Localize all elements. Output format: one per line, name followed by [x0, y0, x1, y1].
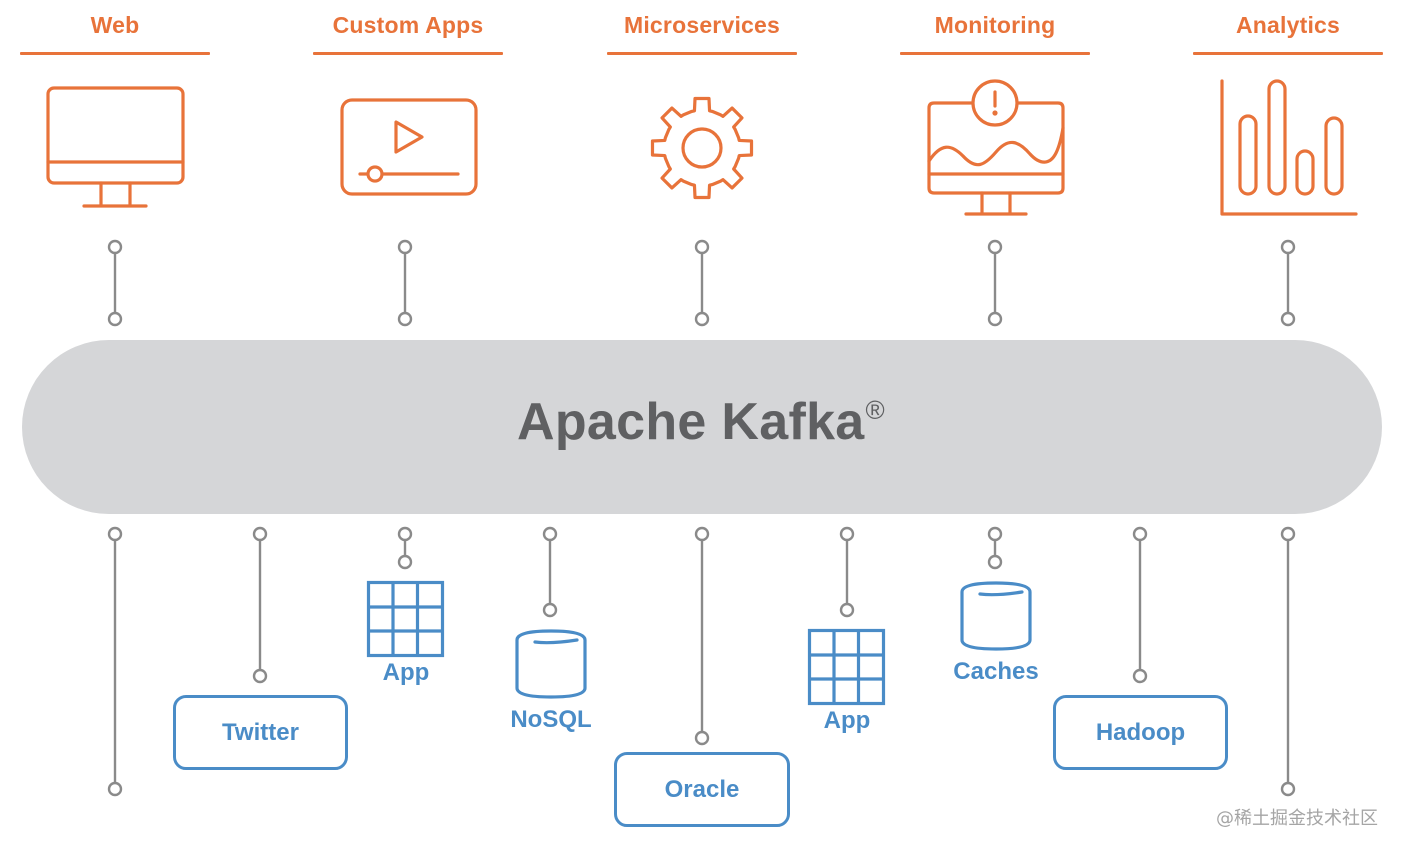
connector-ring [1280, 311, 1296, 327]
connector-twitter [252, 526, 268, 684]
connector-left-end [107, 526, 123, 797]
connector-ring [987, 311, 1003, 327]
connector-ring [107, 239, 123, 255]
source-hadoop: Hadoop [1053, 695, 1228, 770]
kafka-title: Apache Kafka® [0, 392, 1402, 452]
consumer-underline [20, 52, 210, 55]
connector-ring [694, 311, 710, 327]
consumer-label: Monitoring [934, 12, 1056, 38]
connector-caches [987, 526, 1003, 570]
connector-ring [107, 781, 123, 797]
consumer-underline [1193, 52, 1383, 55]
monitor-alert-chart-icon [926, 78, 1066, 218]
consumer-underline [900, 52, 1090, 55]
connector-ring [542, 526, 558, 542]
connector-ring [1280, 526, 1296, 542]
connector-web [107, 239, 123, 327]
connector-app-2 [839, 526, 855, 618]
source-label: Hadoop [1095, 718, 1186, 746]
registered-mark: ® [865, 395, 885, 425]
connector-app-1 [397, 526, 413, 570]
source-label: Twitter [222, 718, 299, 746]
gear-icon [646, 92, 758, 204]
kafka-bus [22, 340, 1382, 514]
consumer-underline [607, 52, 797, 55]
connector-oracle [694, 526, 710, 746]
connector-ring [397, 311, 413, 327]
consumer-label: Analytics [1235, 12, 1341, 38]
database-icon [515, 628, 587, 700]
connector-ring [252, 526, 268, 542]
consumer-label: Custom Apps [332, 12, 484, 38]
connector-ring [694, 730, 710, 746]
connector-ring [694, 239, 710, 255]
kafka-title-text: Apache Kafka [517, 393, 865, 451]
bar-chart-icon [1219, 78, 1359, 218]
connector-ring [1280, 781, 1296, 797]
source-label: Caches [953, 658, 1039, 685]
connector-hadoop [1132, 526, 1148, 684]
connector-custom-apps [397, 239, 413, 327]
connector-monitoring [987, 239, 1003, 327]
connector-ring [107, 311, 123, 327]
connector-right-end [1280, 526, 1296, 797]
source-label: NoSQL [510, 706, 592, 733]
connector-ring [1132, 526, 1148, 542]
connector-ring [397, 526, 413, 542]
connector-ring [1132, 668, 1148, 684]
source-label: App [823, 707, 871, 734]
connector-ring [987, 554, 1003, 570]
connector-ring [987, 526, 1003, 542]
source-twitter: Twitter [173, 695, 348, 770]
connector-ring [397, 239, 413, 255]
source-oracle: Oracle [614, 752, 790, 827]
connector-ring [397, 554, 413, 570]
connector-ring [252, 668, 268, 684]
source-label: App [382, 659, 430, 686]
connector-ring [987, 239, 1003, 255]
source-label: Oracle [664, 775, 740, 803]
app-grid-icon [366, 580, 445, 658]
desktop-monitor-icon [46, 86, 186, 210]
connector-ring [1280, 239, 1296, 255]
consumer-underline [313, 52, 503, 55]
connector-nosql [542, 526, 558, 618]
app-grid-icon [807, 628, 886, 706]
watermark: @稀土掘金技术社区 [1216, 808, 1378, 829]
connector-ring [542, 602, 558, 618]
video-player-icon [340, 98, 478, 196]
connector-ring [694, 526, 710, 542]
connector-microservices [694, 239, 710, 327]
consumer-label: Microservices [623, 12, 781, 38]
connector-ring [839, 526, 855, 542]
connector-ring [839, 602, 855, 618]
connector-analytics [1280, 239, 1296, 327]
database-icon [960, 580, 1032, 652]
connector-ring [107, 526, 123, 542]
consumer-label: Web [90, 12, 140, 38]
